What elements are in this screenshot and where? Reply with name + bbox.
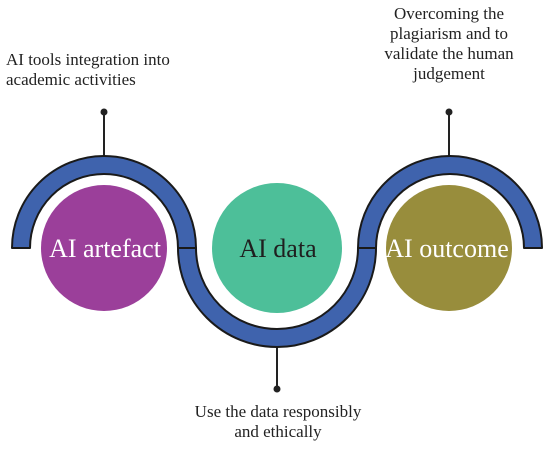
connector-top-left-dot xyxy=(100,108,108,116)
node-circle-outcome xyxy=(386,185,512,311)
caption-use-data-responsibly: Use the data responsibly and ethically xyxy=(194,402,362,441)
caption-overcoming-plagiarism: Overcoming the plagiarism and to validat… xyxy=(384,4,514,83)
node-circle-artefact xyxy=(41,185,167,311)
node-circle-data xyxy=(212,183,342,313)
connector-top-right-dot xyxy=(445,108,453,116)
node-label-artefact: AI artefact xyxy=(49,234,161,263)
caption-tools-integration: AI tools integration into academic activ… xyxy=(6,50,170,89)
connector-bottom-dot xyxy=(273,385,281,393)
node-label-data: AI data xyxy=(239,234,317,263)
band-arc-right xyxy=(357,155,543,249)
node-label-outcome: AI outcome xyxy=(385,234,509,263)
